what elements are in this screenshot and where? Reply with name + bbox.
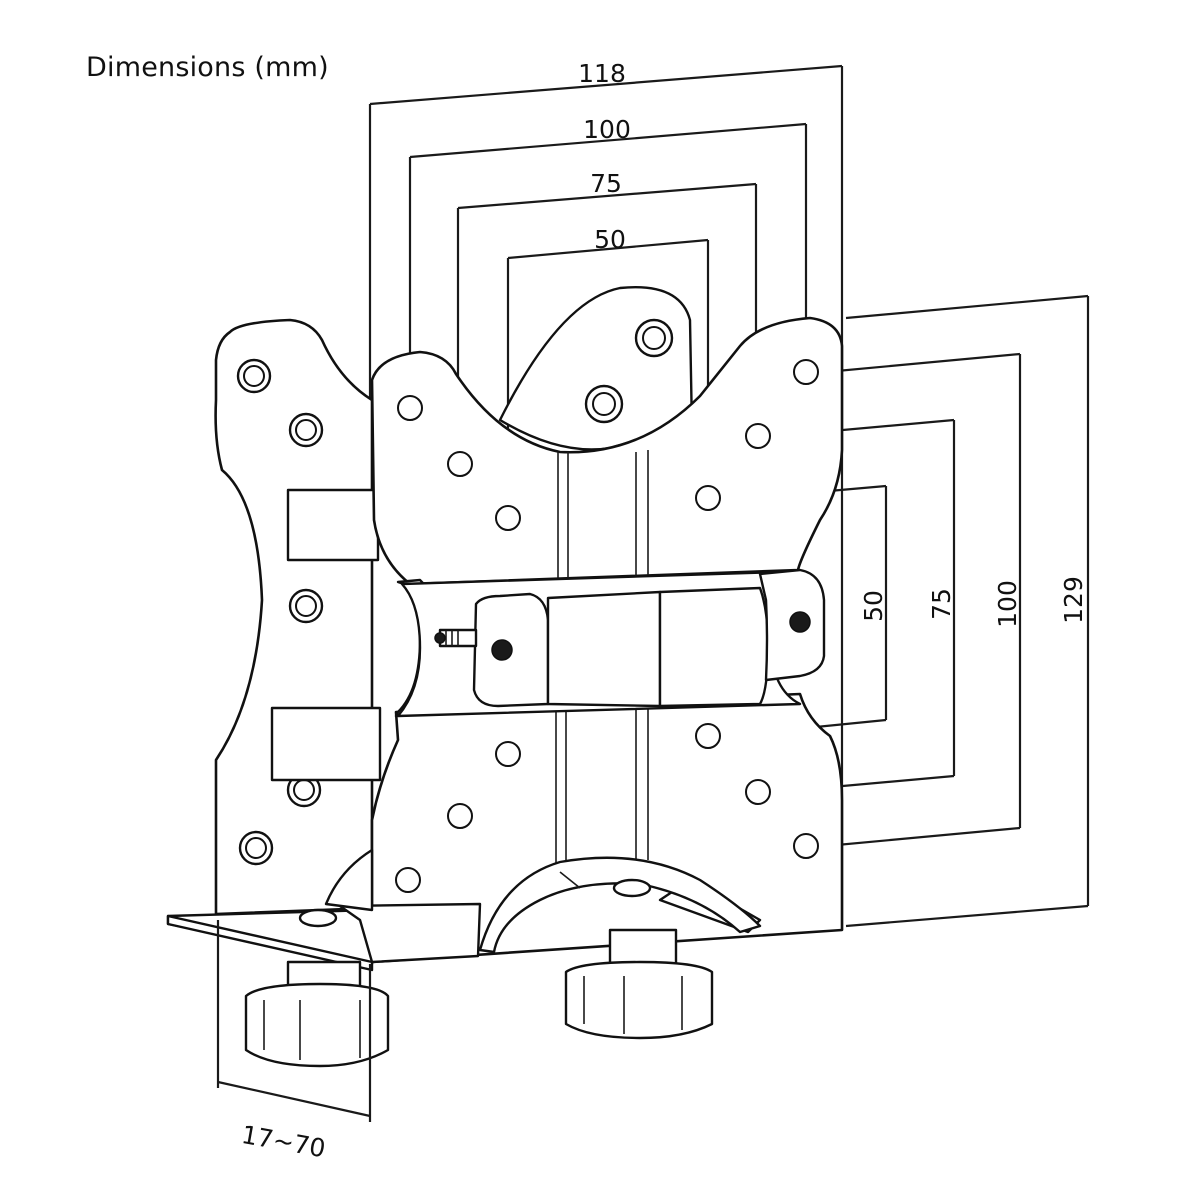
- rear-plate: [214, 318, 374, 916]
- knob-left: [244, 960, 390, 1068]
- base-plate: [166, 848, 762, 972]
- clamp-range-dimension: [216, 920, 372, 1122]
- front-plate-lower: [370, 692, 844, 964]
- dim-height-50: 50: [859, 590, 888, 622]
- top-arch: [498, 286, 694, 451]
- dim-width-50: 50: [594, 225, 626, 254]
- dim-height-129: 129: [1059, 576, 1088, 624]
- dim-width-118: 118: [578, 59, 626, 88]
- dim-width-75: 75: [590, 169, 622, 198]
- dim-width-100: 100: [583, 115, 631, 144]
- knob-right: [564, 928, 714, 1040]
- rails: [270, 488, 382, 782]
- clamp-band: [394, 568, 826, 718]
- front-plate: [370, 316, 844, 586]
- dim-height-75: 75: [927, 588, 956, 620]
- dim-height-100: 100: [993, 580, 1022, 628]
- page-title: Dimensions (mm): [86, 52, 329, 83]
- dim-clamp-range: 17~70: [239, 1120, 327, 1163]
